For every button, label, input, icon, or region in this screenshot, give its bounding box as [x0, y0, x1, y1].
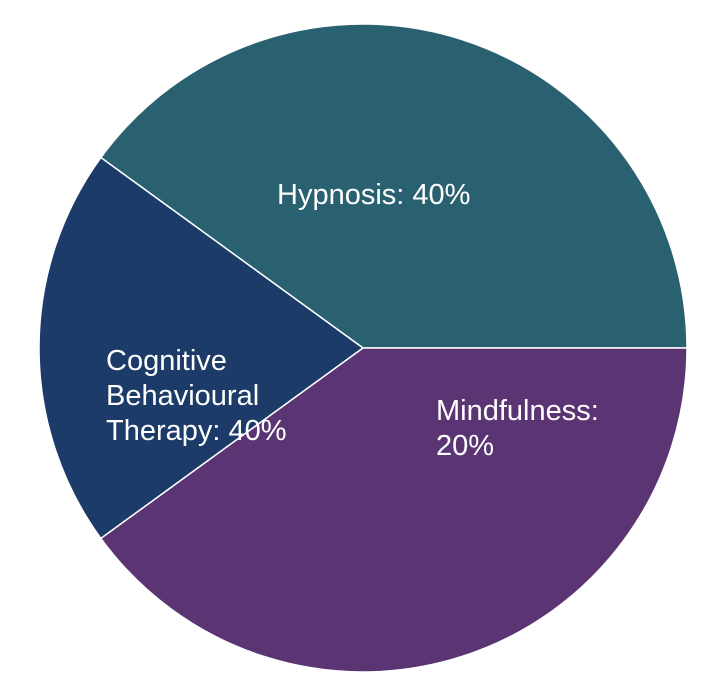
pie-slices [38, 23, 688, 673]
pie-slice-hypnosis [99, 23, 688, 349]
pie-label-line: Mindfulness: [436, 395, 599, 427]
pie-label-hypnosis: Hypnosis: 40% [277, 179, 470, 211]
pie-label-line: Cognitive [106, 345, 227, 377]
pie-label-mindfulness: Mindfulness:20% [436, 395, 599, 462]
pie-slice-mindfulness [38, 156, 365, 540]
pie-label-line: Hypnosis: 40% [277, 179, 470, 211]
pie-label-line: 20% [436, 430, 494, 462]
pie-label-line: Behavioural [106, 380, 259, 412]
pie-label-line: Therapy: 40% [106, 415, 287, 447]
pie-slice-cognitive-behavioural-therapy [99, 347, 688, 673]
